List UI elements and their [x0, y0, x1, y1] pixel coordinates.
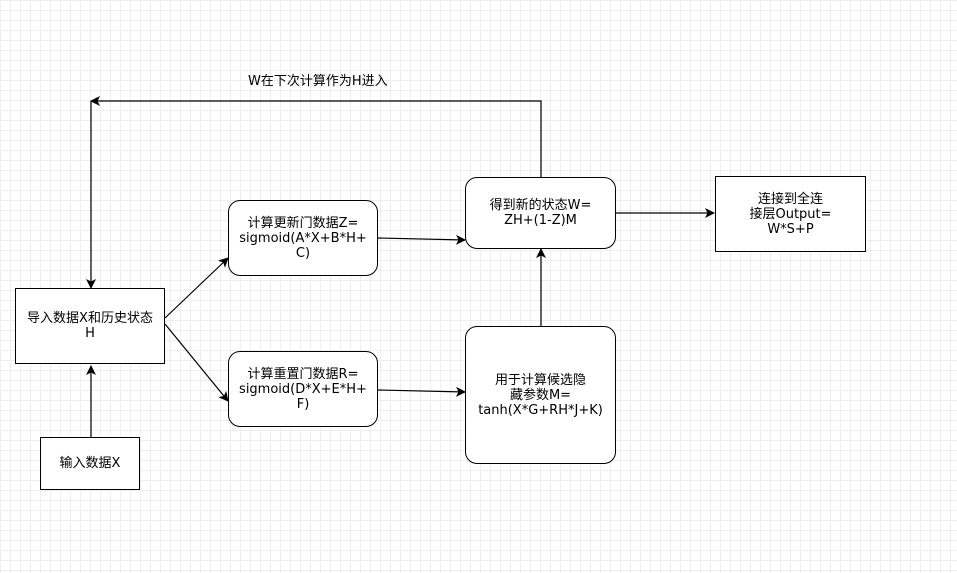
node-update-gate: 计算更新门数据Z= sigmoid(A*X+B*H+C)	[228, 200, 378, 276]
edge-import-to-update-gate	[164, 257, 229, 319]
node-input-x: 输入数据X	[40, 437, 140, 490]
node-new-state: 得到新的状态W= ZH+(1-Z)M	[465, 177, 616, 249]
node-reset-gate: 计算重置门数据R= sigmoid(D*X+E*H+F)	[228, 351, 378, 427]
feedback-label: W在下次计算作为H进入	[248, 74, 388, 89]
edge-import-to-reset-gate	[164, 323, 229, 402]
edge-reset-gate-to-candidate	[377, 386, 466, 397]
node-output-layer: 连接到全连 接层Output= W*S+P	[715, 176, 866, 252]
edge-update-gate-to-new-state	[377, 234, 466, 245]
node-candidate-hidden: 用于计算候选隐 藏参数M= tanh(X*G+RH*J+K)	[465, 326, 616, 464]
edge-feedback-loop-top	[90, 96, 542, 177]
node-import-data: 导入数据X和历史状态 H	[15, 288, 165, 364]
